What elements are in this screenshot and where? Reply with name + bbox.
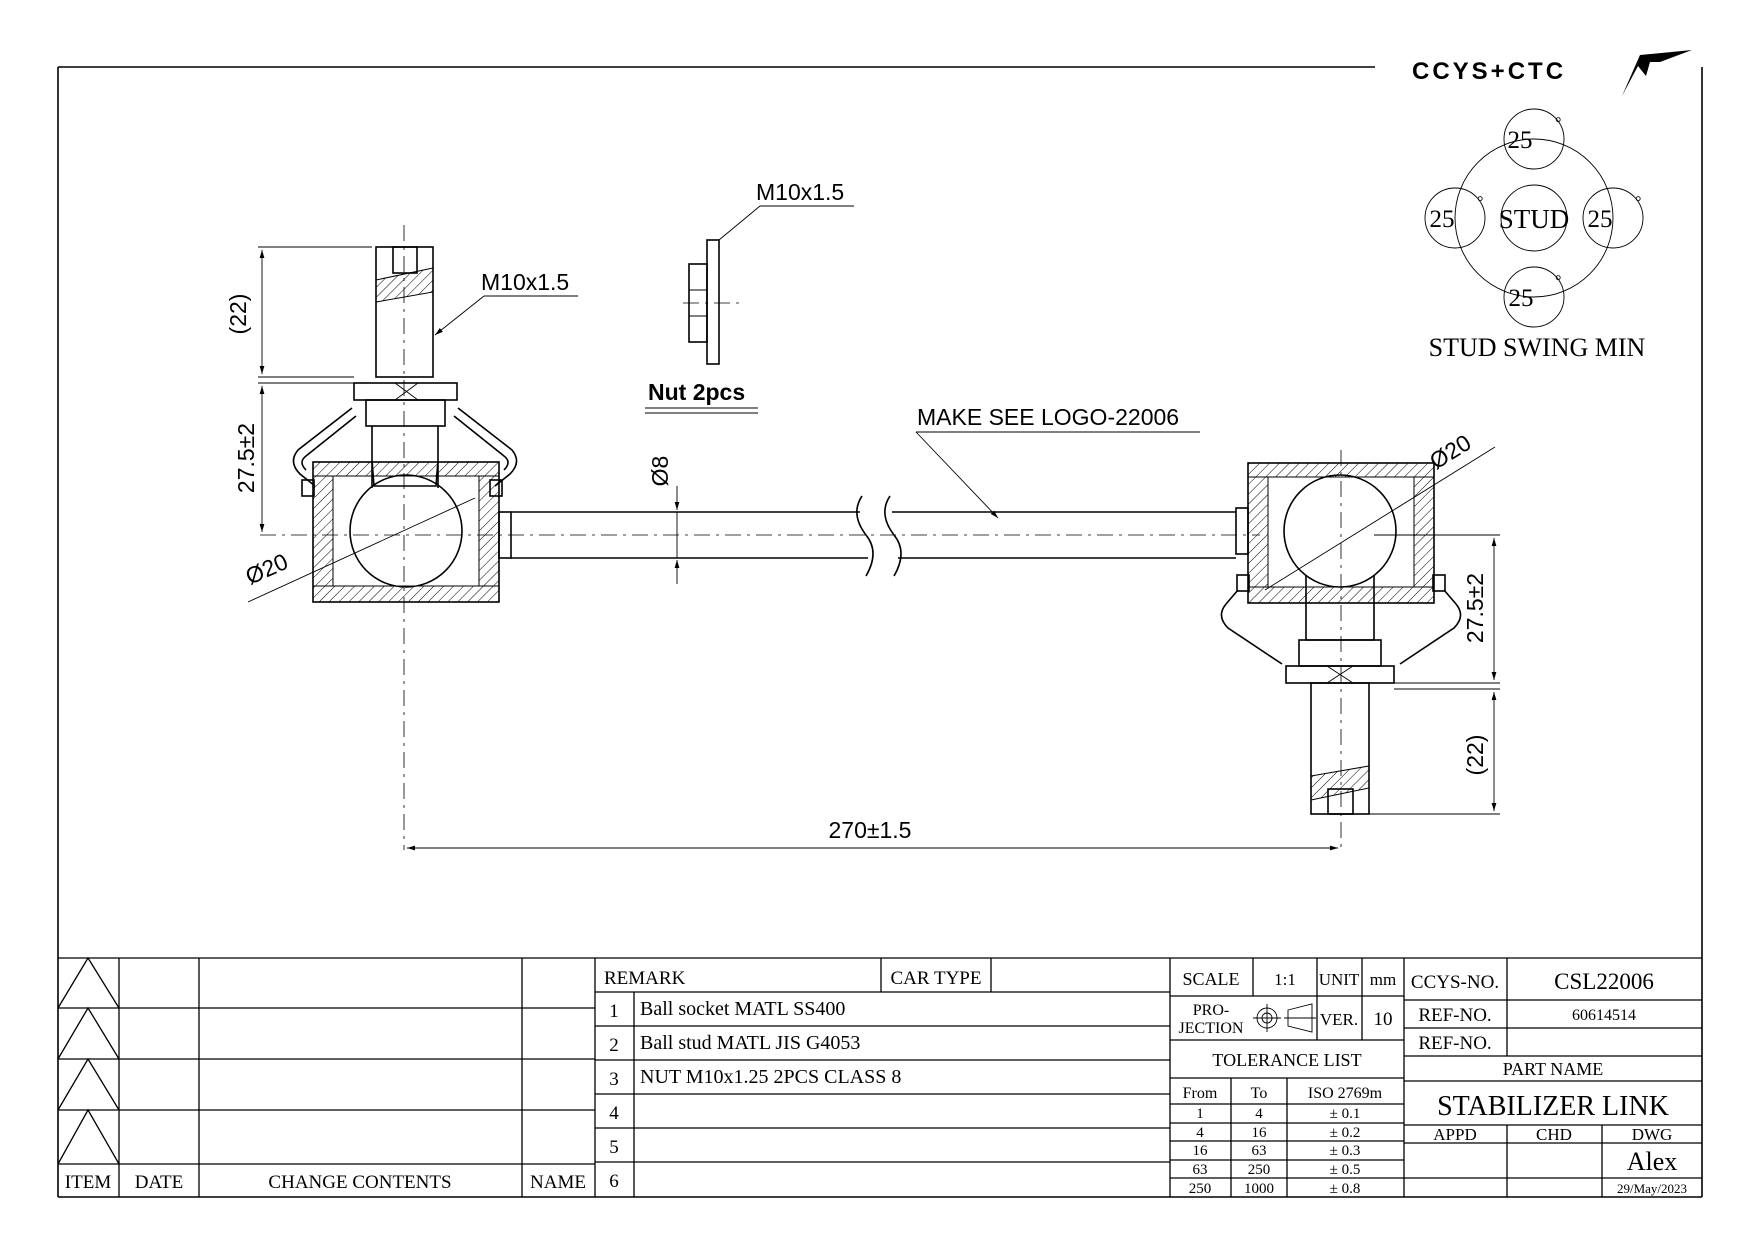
dim-thread-left: (22) — [225, 294, 251, 335]
tol-to: 250 — [1248, 1162, 1271, 1178]
tol-header-to: To — [1251, 1085, 1268, 1102]
ver-label: VER. — [1320, 1010, 1358, 1029]
rev-header-change: CHANGE CONTENTS — [268, 1172, 451, 1193]
stabilizer-rod — [260, 495, 1260, 577]
nut-qty-label: Nut 2pcs — [648, 379, 745, 405]
angle-left: 25 — [1430, 206, 1455, 233]
svg-text:CCYS+CTC: CCYS+CTC — [1412, 58, 1566, 85]
ref-no-label: REF-NO. — [1418, 1005, 1491, 1026]
projection-label: PRO- — [1193, 1002, 1229, 1019]
stud-swing-left — [1424, 187, 1486, 249]
part-name-value: STABILIZER LINK — [1437, 1091, 1669, 1122]
title-block: ITEM DATE CHANGE CONTENTS NAME REMARK CA… — [57, 956, 1702, 1197]
tol-value: ± 0.8 — [1330, 1181, 1361, 1197]
remark-row-no: 3 — [609, 1069, 619, 1090]
scale-label: SCALE — [1182, 969, 1239, 989]
revision-table: ITEM DATE CHANGE CONTENTS NAME — [57, 956, 596, 1197]
left-ball-joint — [247, 225, 518, 850]
dim-thread-right: (22) — [1462, 735, 1488, 776]
tol-value: ± 0.5 — [1330, 1162, 1361, 1178]
dim-ball-left: Ø20 — [241, 548, 291, 589]
remark-row-no: 5 — [609, 1137, 619, 1158]
remark-row-no: 4 — [609, 1103, 619, 1124]
ccys-no-value: CSL22006 — [1554, 969, 1654, 994]
tol-from: 16 — [1193, 1143, 1209, 1159]
ccys-no-label: CCYS-NO. — [1411, 972, 1499, 993]
stud-swing-diagram: STUD 25 25 25 25 ° ° ° ° STUD SWING MIN — [1424, 108, 1646, 362]
tolerance-title: TOLERANCE LIST — [1212, 1050, 1361, 1070]
tol-from: 4 — [1196, 1125, 1204, 1141]
first-angle-projection-icon — [1253, 1003, 1316, 1033]
tol-value: ± 0.2 — [1330, 1125, 1361, 1141]
stud-swing-caption: STUD SWING MIN — [1429, 333, 1646, 362]
dim-height-left: 27.5±2 — [233, 423, 259, 493]
projection-label: JECTION — [1179, 1020, 1244, 1037]
remark-row-no: 1 — [609, 1001, 619, 1022]
remark-row-text: Ball stud MATL JIS G4053 — [640, 1032, 860, 1054]
tol-from: 250 — [1189, 1181, 1212, 1197]
tolerance-table: TOLERANCE LIST From To ISO 2769m 1 4 ± 0… — [1170, 1050, 1404, 1197]
car-type-label: CAR TYPE — [891, 968, 982, 989]
dim-height-right: 27.5±2 — [1462, 573, 1488, 643]
drawing-frame — [57, 66, 1703, 1198]
right-ball-joint — [1220, 446, 1496, 850]
dwg-label: DWG — [1632, 1125, 1673, 1144]
unit-value: mm — [1370, 970, 1396, 989]
dimensions: M10x1.5 (22) 27.5±2 Ø20 Ø8 MAKE SEE LOGO… — [225, 246, 1500, 851]
stud-swing-bottom — [1503, 266, 1565, 328]
stud-swing-right — [1582, 187, 1644, 249]
dwg-date: 29/May/2023 — [1617, 1181, 1687, 1196]
remark-row-text: NUT M10x1.25 2PCS CLASS 8 — [640, 1066, 901, 1088]
dim-rod: Ø8 — [647, 456, 673, 487]
appd-label: APPD — [1433, 1125, 1476, 1144]
company-logo: CCYS+CTC — [1412, 50, 1692, 96]
svg-text:°: ° — [1555, 273, 1561, 290]
stud-swing-center-label: STUD — [1499, 204, 1570, 234]
dwg-name: Alex — [1627, 1147, 1678, 1176]
ref-no2-label: REF-NO. — [1418, 1033, 1491, 1054]
angle-top: 25 — [1508, 127, 1533, 154]
tol-to: 63 — [1252, 1143, 1267, 1159]
spec-block: SCALE 1:1 UNIT mm PRO- JECTION VER. 10 — [1170, 958, 1405, 1197]
nut-detail: M10x1.5 Nut 2pcs — [645, 179, 854, 414]
remark-row-text: Ball socket MATL SS400 — [640, 998, 845, 1020]
thread-left-label: M10x1.5 — [481, 269, 569, 295]
tol-to: 16 — [1252, 1125, 1268, 1141]
thread-nut-label: M10x1.5 — [756, 179, 844, 205]
scale-value: 1:1 — [1274, 970, 1296, 989]
tol-header-std: ISO 2769m — [1308, 1085, 1383, 1102]
make-note: MAKE SEE LOGO-22006 — [917, 404, 1179, 430]
chd-label: CHD — [1536, 1125, 1572, 1144]
remark-row-no: 6 — [609, 1171, 619, 1192]
svg-text:°: ° — [1477, 194, 1483, 211]
rev-header-date: DATE — [135, 1172, 184, 1193]
unit-label: UNIT — [1319, 970, 1360, 989]
stud-swing-top — [1503, 108, 1565, 170]
tol-from: 1 — [1196, 1106, 1204, 1122]
tol-value: ± 0.1 — [1330, 1106, 1361, 1122]
tol-header-from: From — [1183, 1085, 1218, 1102]
stud-swing-center — [1500, 184, 1568, 252]
angle-right: 25 — [1588, 206, 1613, 233]
tol-to: 1000 — [1244, 1181, 1274, 1197]
ver-value: 10 — [1374, 1009, 1393, 1030]
remark-header: REMARK — [604, 968, 686, 989]
dim-length: 270±1.5 — [829, 817, 912, 843]
angle-bottom: 25 — [1509, 285, 1534, 312]
part-info-block: CCYS-NO. CSL22006 REF-NO. 60614514 REF-N… — [1404, 958, 1702, 1197]
part-name-label: PART NAME — [1503, 1059, 1603, 1079]
tol-to: 4 — [1255, 1106, 1263, 1122]
rev-header-item: ITEM — [65, 1172, 112, 1193]
remark-table: REMARK CAR TYPE 1 Ball socket MATL SS400… — [595, 958, 1171, 1197]
rev-header-name: NAME — [530, 1172, 586, 1193]
svg-text:°: ° — [1635, 194, 1641, 211]
svg-text:°: ° — [1555, 115, 1561, 132]
remark-row-no: 2 — [609, 1035, 619, 1056]
tol-value: ± 0.3 — [1330, 1143, 1361, 1159]
ref-no-value: 60614514 — [1572, 1007, 1636, 1024]
tol-from: 63 — [1193, 1162, 1208, 1178]
